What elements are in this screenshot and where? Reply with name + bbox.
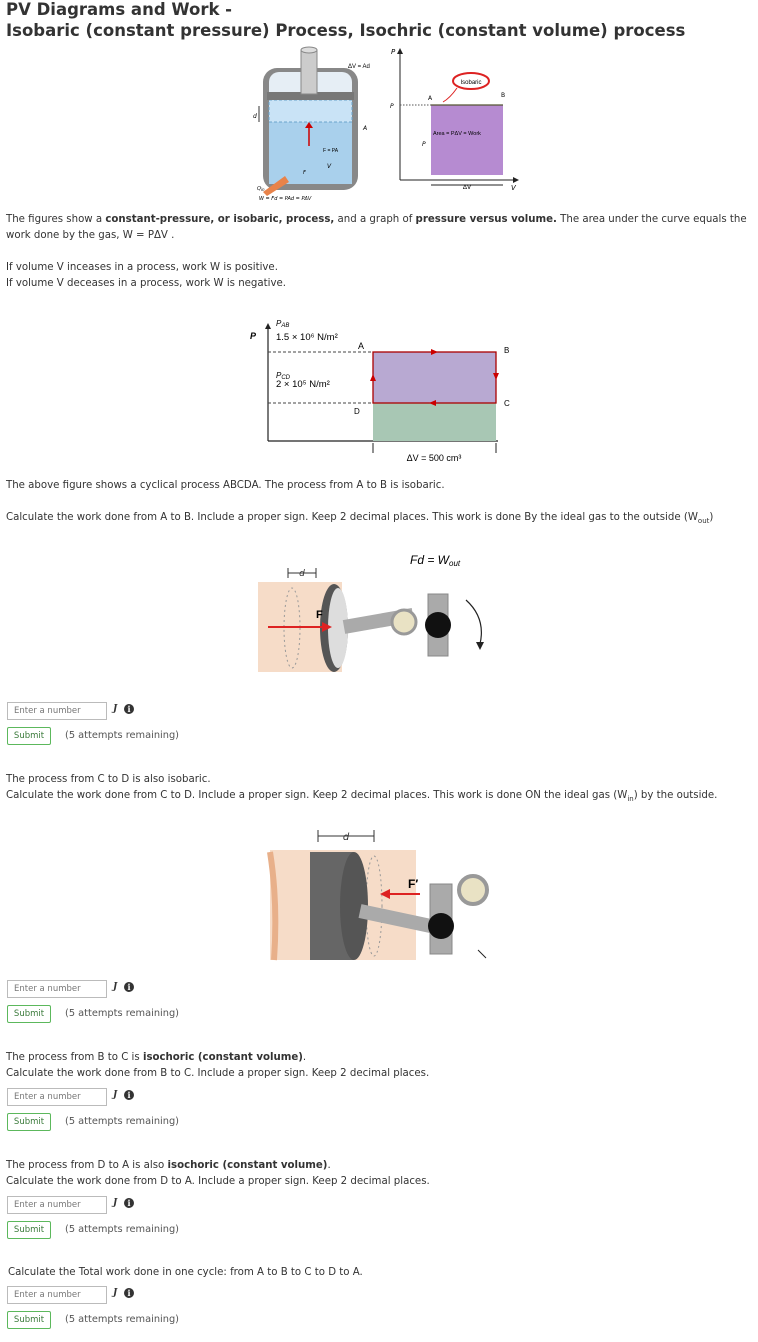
point-a: A (358, 341, 364, 351)
attempts-remaining: (5 attempts remaining) (65, 1116, 179, 1127)
unit-label: J (113, 982, 118, 992)
force-label: F (316, 609, 323, 621)
piston (267, 92, 354, 100)
p-level-label: P (390, 103, 394, 110)
dv-label: ΔV (463, 184, 472, 191)
cycle-figure: P PAB 1.5 × 10⁶ N/m² PCD 2 × 10⁵ N/m² A … (250, 319, 510, 463)
fd-wout-label: Fd = Wout (410, 553, 461, 568)
q3-prompt: Calculate the work done from B to C. Inc… (6, 1068, 430, 1079)
area-a-label: A (362, 125, 367, 132)
d-label: d (343, 832, 350, 843)
p-ab-value: 1.5 × 10⁶ N/m² (276, 332, 338, 343)
submit-button[interactable]: Submit (7, 1311, 51, 1329)
work-area-upper (373, 352, 496, 403)
force-label: F′ (408, 877, 418, 891)
point-a: A (428, 95, 433, 102)
qin-label: Qin (257, 186, 265, 192)
p-cd-value: 2 × 10⁵ N/m² (276, 379, 330, 390)
v-axis-label: V (511, 184, 517, 192)
point-d: D (354, 407, 360, 416)
page-subtitle: Isobaric (constant pressure) Process, Is… (6, 21, 686, 40)
info-icon[interactable]: i (124, 1288, 134, 1298)
q2-intro: The process from C to D is also isobaric… (6, 774, 211, 785)
unit-label: J (113, 1198, 118, 1208)
work-in-figure: d F′ (267, 830, 489, 961)
q1-prompt: Calculate the work done from A to B. Inc… (6, 512, 714, 526)
crank-wheel (428, 913, 454, 939)
answer-bc-input[interactable] (7, 1088, 107, 1106)
attempts-remaining: (5 attempts remaining) (65, 730, 179, 741)
attempts-remaining: (5 attempts remaining) (65, 1224, 179, 1235)
submit-button[interactable]: Submit (7, 1221, 51, 1239)
unit-label: J (113, 1288, 118, 1298)
info-icon[interactable]: i (124, 982, 134, 992)
answer-total-input[interactable] (7, 1286, 107, 1304)
work-out-figure: Fd = Wout d F (258, 553, 484, 672)
crank-wheel (425, 612, 451, 638)
info-icon[interactable]: i (124, 704, 134, 714)
point-c: C (504, 399, 510, 408)
work-formula-label: W = Fd = PAd = PΔV (259, 196, 312, 202)
rule-positive: If volume V inceases in a process, work … (6, 262, 278, 273)
unit-label: J (113, 704, 118, 714)
info-icon[interactable]: i (124, 1198, 134, 1208)
dv-ad-label: ΔV = Ad (348, 64, 370, 70)
point-b: B (501, 92, 505, 99)
page-title: PV Diagrams and Work - (6, 0, 233, 19)
f-label: F (303, 170, 306, 176)
q1-intro: The above figure shows a cyclical proces… (6, 480, 445, 491)
q5-prompt: Calculate the Total work done in one cyc… (8, 1267, 363, 1278)
d-label: d (253, 113, 257, 120)
piston-rod (300, 49, 318, 95)
unit-label: J (113, 1090, 118, 1100)
attempts-remaining: (5 attempts remaining) (65, 1314, 179, 1325)
area-label: Area = PΔV = Work (433, 131, 481, 137)
point-b: B (504, 346, 509, 355)
q4-intro: The process from D to A is also isochori… (6, 1160, 331, 1171)
p-ab-label: PAB (276, 319, 289, 329)
intro-paragraph: The figures show a constant-pressure, or… (6, 214, 747, 241)
q2-prompt: Calculate the work done from C to D. Inc… (6, 790, 718, 804)
isobaric-oval (452, 72, 490, 90)
rule-negative: If volume V deceases in a process, work … (6, 278, 286, 289)
submit-button[interactable]: Submit (7, 1005, 51, 1023)
isobaric-label: Isobaric (460, 80, 481, 86)
work-area (431, 105, 503, 175)
submit-button[interactable]: Submit (7, 727, 51, 745)
p-cd-label: PCD (276, 371, 291, 381)
answer-cd-input[interactable] (7, 980, 107, 998)
submit-button[interactable]: Submit (7, 1113, 51, 1131)
answer-da-input[interactable] (7, 1196, 107, 1214)
p-small-label: P (422, 141, 426, 148)
p-axis-label: P (250, 331, 257, 341)
work-area-lower (373, 403, 496, 441)
v-label: V (327, 163, 332, 170)
f-pa-label: F = PA (323, 148, 339, 154)
flame-icon (263, 176, 289, 196)
d-label: d (299, 569, 305, 579)
answer-ab-input[interactable] (7, 702, 107, 720)
isobaric-figure: d ΔV = Ad F = PA A V F Qin W = Fd = PAd … (253, 46, 519, 202)
p-axis-label: P (391, 48, 396, 56)
dv-label: ΔV = 500 cm³ (407, 453, 462, 463)
info-icon[interactable]: i (124, 1090, 134, 1100)
q3-intro: The process from B to C is isochoric (co… (6, 1052, 307, 1063)
q4-prompt: Calculate the work done from D to A. Inc… (6, 1176, 430, 1187)
attempts-remaining: (5 attempts remaining) (65, 1008, 179, 1019)
